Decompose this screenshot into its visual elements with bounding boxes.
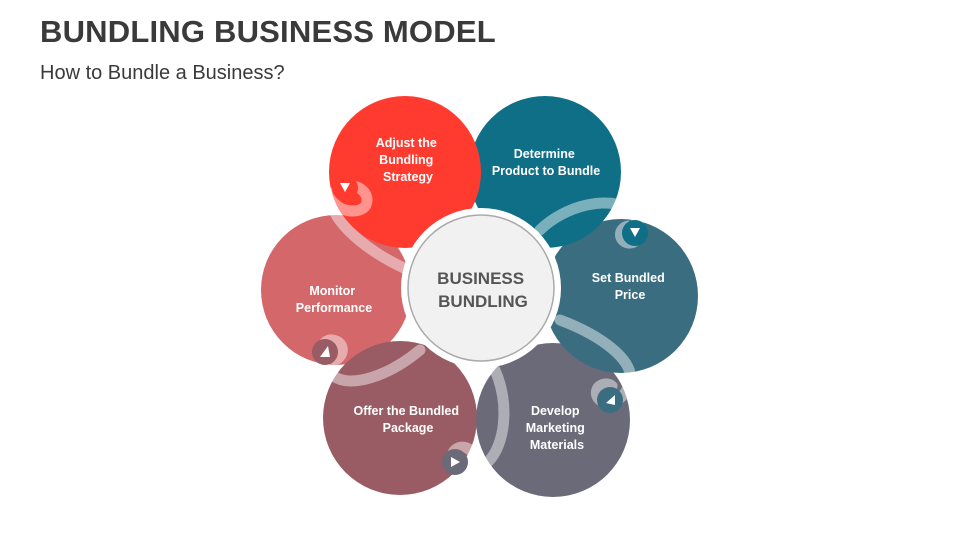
step-label-line: Set Bundled: [592, 271, 665, 285]
center-label-line: BUSINESS: [437, 269, 524, 288]
step-label-offer: Offer the Bundled Package: [353, 404, 462, 435]
arrow-left-down-icon: [606, 395, 615, 405]
arrow-tab-offer: [312, 339, 338, 365]
petal-develop: [476, 343, 630, 497]
step-label-line: Offer the Bundled: [353, 404, 459, 418]
arrow-down-icon: [630, 228, 640, 237]
step-label-line: Marketing: [526, 421, 585, 435]
step-label-determine: Determine Product to Bundle: [492, 147, 600, 178]
center-label: BUSINESS BUNDLING: [437, 269, 529, 311]
petal-monitor: [261, 215, 411, 365]
arrow-tab-price: [597, 387, 623, 413]
arrow-right-icon: [451, 457, 460, 467]
step-label-line: Monitor: [309, 284, 355, 298]
step-label-line: Product to Bundle: [492, 164, 600, 178]
slide-subtitle: How to Bundle a Business?: [40, 62, 285, 84]
step-label-line: Materials: [530, 438, 584, 452]
step-label-line: Develop: [531, 404, 580, 418]
step-label-line: Determine: [514, 147, 575, 161]
ribbon-develop: [446, 364, 510, 476]
step-label-line: Package: [383, 421, 434, 435]
step-label-line: Bundling: [379, 153, 433, 167]
petal-offer: [323, 341, 477, 495]
petal-adjust: [329, 96, 481, 248]
petal-determine: [469, 96, 621, 248]
step-label-develop: Develop Marketing Materials: [526, 404, 589, 452]
petal-price: [544, 219, 698, 373]
center-hub: [407, 214, 555, 362]
step-label-line: Price: [615, 288, 646, 302]
arrow-tab-adjust: [332, 175, 358, 201]
step-label-adjust: Adjust the Bundling Strategy: [376, 136, 441, 184]
arrow-down-icon: [340, 183, 350, 192]
step-label-line: Adjust the: [376, 136, 437, 150]
arrow-tab-develop: [442, 449, 468, 475]
arrow-up-right-icon: [320, 346, 330, 357]
step-label-price: Set Bundled Price: [592, 271, 668, 302]
center-label-line: BUNDLING: [438, 292, 528, 311]
step-label-line: Performance: [296, 301, 372, 315]
arrow-tab-determine: [622, 220, 648, 246]
slide-title: BUNDLING BUSINESS MODEL: [40, 14, 496, 49]
step-label-line: Strategy: [383, 170, 433, 184]
step-label-monitor: Monitor Performance: [296, 284, 372, 315]
